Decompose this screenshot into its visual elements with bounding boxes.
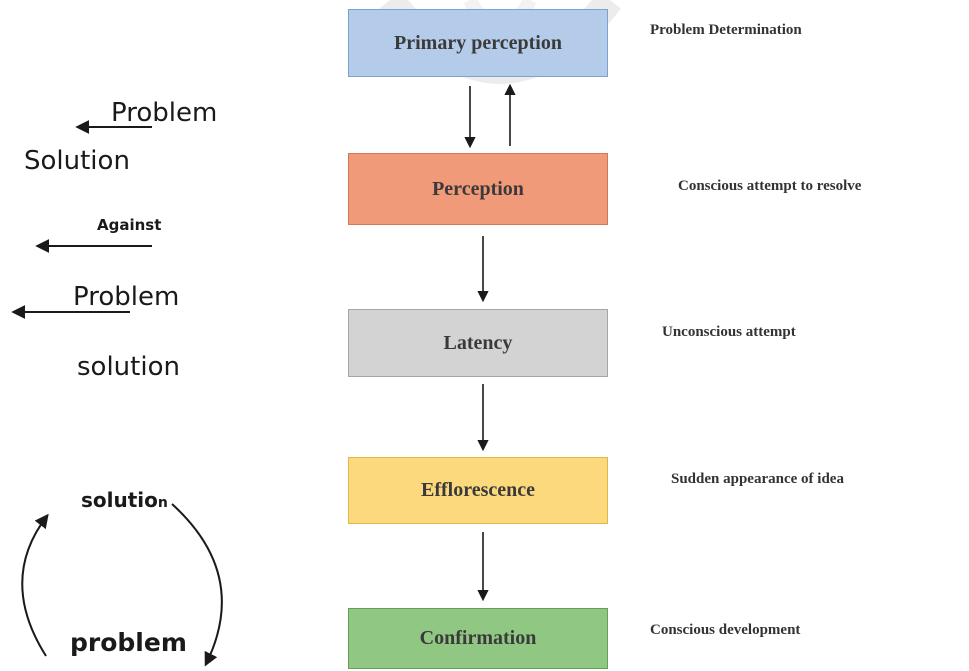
left-problem-label-2: Problem <box>73 282 180 312</box>
cycle-solution-label: solution <box>81 488 168 512</box>
left-problem-label: Problem <box>111 98 218 128</box>
stage-label: Confirmation <box>419 627 537 649</box>
cycle-arrow-left <box>21 513 49 657</box>
cycle-solution-suffix: n <box>157 495 168 511</box>
stage-description-efflorescence: Sudden appearance of idea <box>671 471 844 487</box>
stage-efflorescence: Efflorescence <box>348 457 608 524</box>
left-solution-label-2: solution <box>77 352 180 382</box>
stage-description-perception: Conscious attempt to resolve <box>678 178 862 194</box>
stage-description-confirmation: Conscious development <box>650 622 801 638</box>
stage-primary-perception: Primary perception <box>348 9 608 77</box>
stage-perception: Perception <box>348 153 608 225</box>
left-solution-label: Solution <box>24 146 130 176</box>
stage-label: Latency <box>443 331 513 354</box>
stage-description-latency: Unconscious attempt <box>662 324 796 340</box>
cycle-problem-label: problem <box>70 628 187 657</box>
cycle-arrow-right <box>171 503 223 667</box>
stage-label: Perception <box>432 177 524 200</box>
left-against-label: Against <box>97 216 162 234</box>
stage-confirmation: Confirmation <box>348 608 608 669</box>
cycle-solution-text: solutio <box>81 488 158 512</box>
stage-latency: Latency <box>348 309 608 377</box>
stage-label: Efflorescence <box>420 479 536 501</box>
stage-label: Primary perception <box>394 31 562 54</box>
stage-description-primary-perception: Problem Determination <box>650 22 802 38</box>
